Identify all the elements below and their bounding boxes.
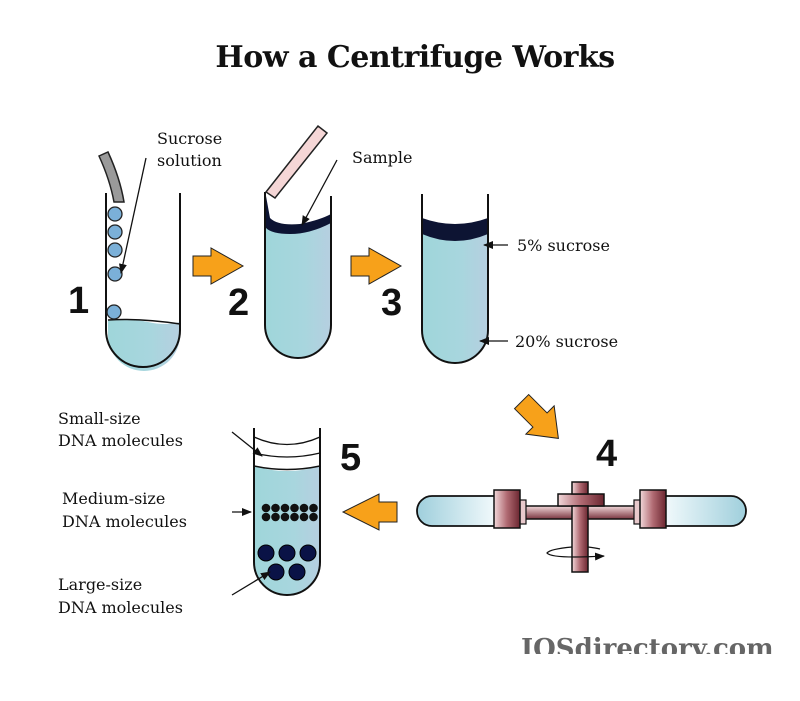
medium-dna-dot (271, 503, 280, 513)
pipette-2 (264, 124, 329, 200)
label-small-size: Small-size (58, 409, 141, 428)
rotor-holder-right (639, 489, 667, 529)
step-5-tube (253, 428, 321, 596)
medium-dna-dot (280, 512, 290, 522)
label-sample: Sample (352, 148, 413, 167)
medium-dna-dot (261, 512, 271, 522)
centrifuge-rotor (416, 481, 747, 573)
step-number-4: 4 (596, 433, 617, 475)
sucrose-bubbles (106, 206, 123, 320)
step-number-5: 5 (340, 437, 361, 479)
step-1-tube (105, 193, 181, 371)
rotor-holder-left (493, 489, 521, 529)
large-dna-molecules (257, 544, 317, 581)
medium-dna-dot (309, 512, 318, 522)
arrow-icon-1-to-2 (192, 247, 245, 285)
step-number-2: 2 (228, 282, 249, 324)
medium-dna-dot (271, 512, 280, 522)
label-20pct-sucrose: 20% sucrose (515, 332, 618, 351)
diagram-title: How a Centrifuge Works (215, 40, 615, 75)
rotor-shaft (571, 505, 589, 573)
label-sucrose-line1: Sucrose (157, 129, 222, 148)
label-sucrose-line2: solution (157, 151, 222, 170)
arrow-icon-3-to-4 (513, 393, 559, 439)
rotation-arrow-icon (546, 546, 605, 561)
pointer-small-dna (231, 431, 263, 457)
arrow-icon-2-to-3 (350, 247, 403, 285)
label-large-size: Large-size (58, 575, 142, 594)
label-large-dna: DNA molecules (58, 598, 183, 617)
label-small-dna: DNA molecules (58, 431, 183, 450)
tube-1-liquid (108, 319, 180, 371)
rotor-tube-left (416, 495, 498, 527)
sucrose-pointer (119, 157, 147, 274)
arrow-icon-4-to-5 (341, 493, 398, 531)
rotor-tube-right (662, 495, 747, 527)
label-5pct-sucrose: 5% sucrose (517, 236, 610, 255)
medium-dna-dot (299, 512, 309, 522)
pipette-1 (98, 151, 125, 203)
medium-dna-molecules (261, 503, 318, 522)
tube-1-outline (105, 193, 181, 368)
label-medium-dna: DNA molecules (62, 512, 187, 531)
medium-dna-dot (309, 503, 318, 513)
medium-dna-dot (261, 503, 271, 513)
sample-pointer (301, 159, 338, 226)
step-number-1: 1 (68, 280, 89, 322)
pointer-large-dna (231, 571, 271, 596)
step-2-tube (264, 192, 332, 359)
step-number-3: 3 (381, 282, 402, 324)
label-medium-size: Medium-size (62, 489, 165, 508)
step-3-tube (421, 194, 489, 364)
medium-dna-dot (299, 503, 309, 513)
medium-dna-dot (290, 503, 299, 513)
medium-dna-dot (290, 512, 299, 522)
medium-dna-dot (280, 503, 290, 513)
watermark: IQSdirectory.com (521, 634, 774, 654)
